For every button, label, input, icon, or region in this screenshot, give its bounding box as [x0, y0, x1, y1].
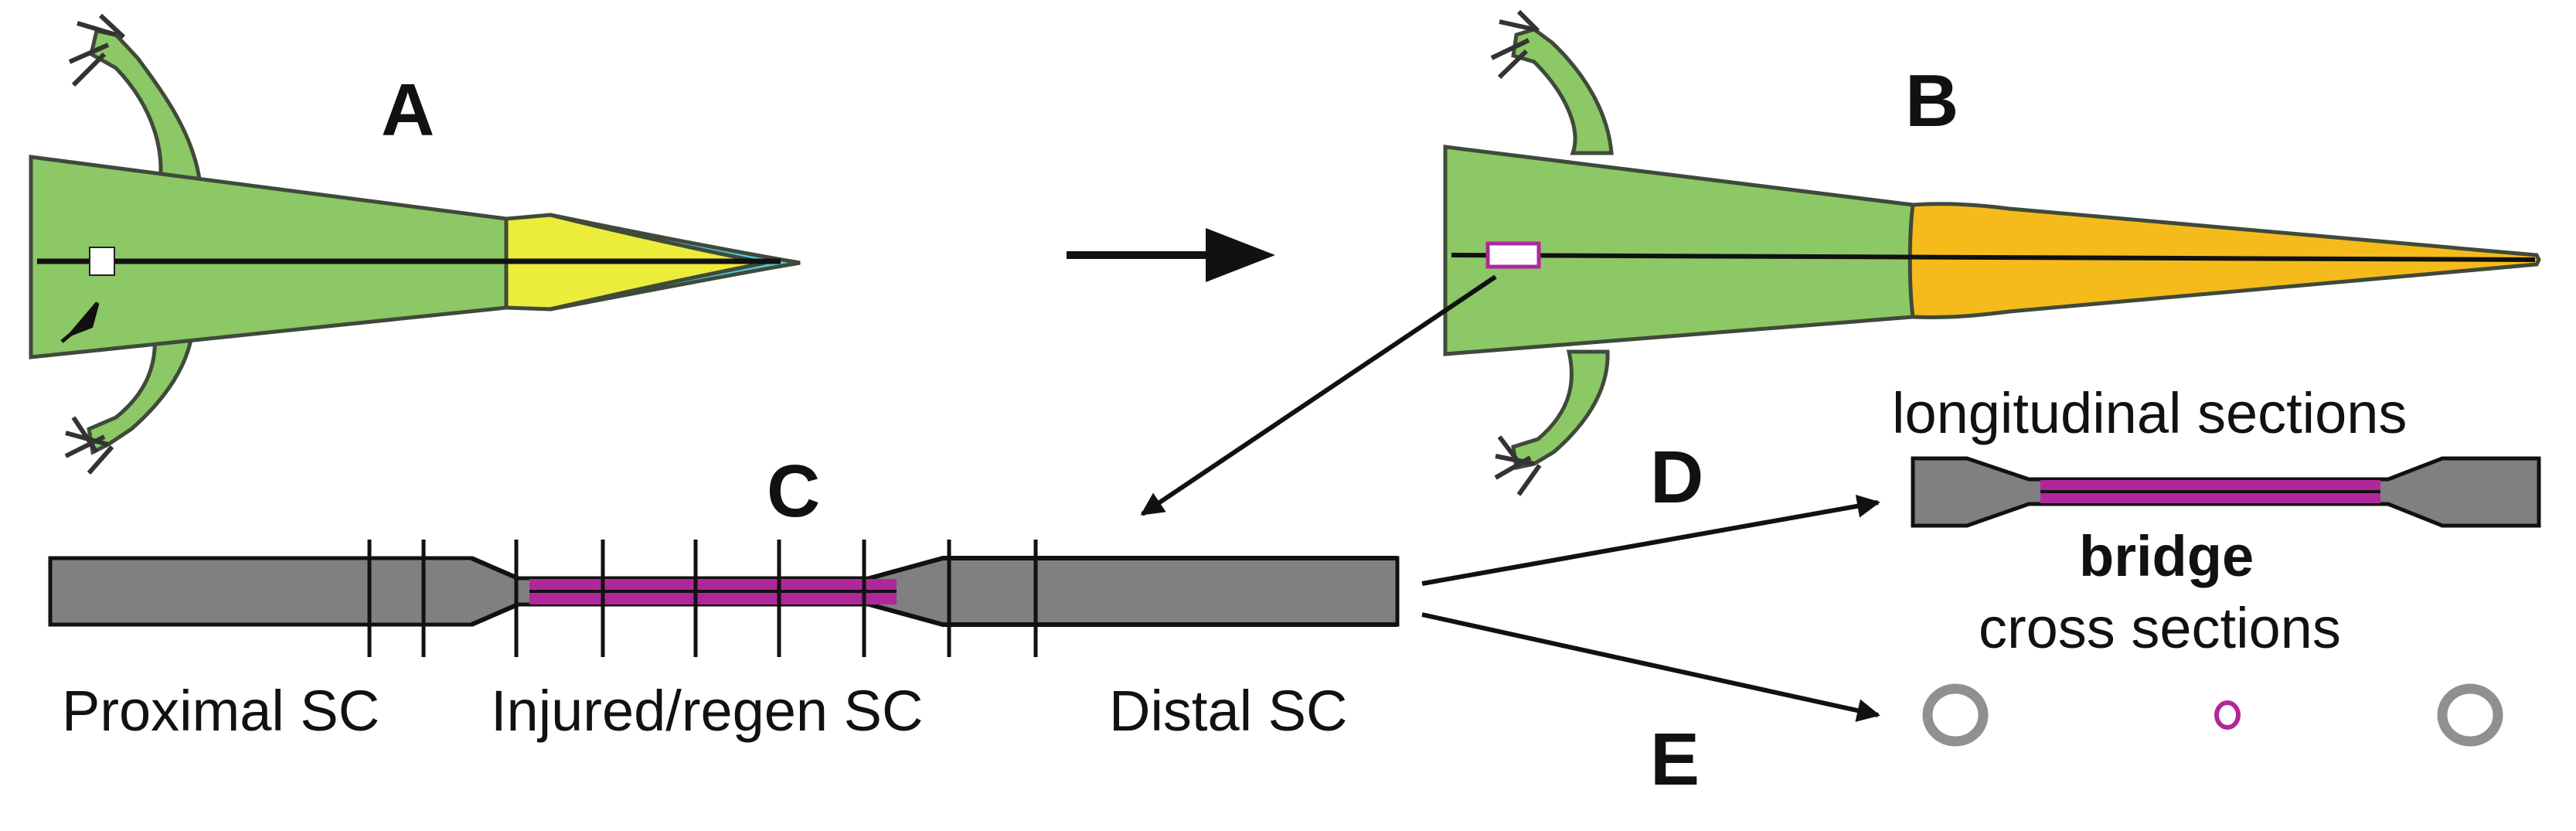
tadpole-a-upper-claw [68, 13, 126, 87]
tadpole-b-lower-limb [1511, 349, 1610, 471]
tadpole-a-lower-limb [87, 316, 196, 455]
longitudinal-section-d [1911, 456, 2541, 528]
tadpole-a-lower-claw [64, 416, 114, 475]
label-proximal-sc: Proximal SC [62, 679, 379, 743]
tadpole-b-lower-claw [1494, 435, 1542, 496]
tadpole-a-tail-cyan [550, 213, 801, 312]
cord-edge-lines [470, 556, 1397, 627]
panel-label-e: E [1650, 718, 1700, 801]
cross-section-distal [2437, 683, 2503, 747]
arrow-to-e [1421, 612, 1880, 722]
section-lines [367, 540, 1038, 657]
tadpole-a-lesion-marker [89, 247, 115, 276]
label-distal-sc: Distal SC [1109, 679, 1347, 743]
arrow-b-to-c [1140, 274, 1497, 516]
tadpole-b [1443, 9, 2541, 496]
label-cross-sections: cross sections [1979, 596, 2341, 660]
spinal-cord-c [48, 540, 1400, 657]
panel-label-d: D [1650, 436, 1703, 519]
tadpole-b-upper-claw [1490, 9, 1540, 80]
label-injured-sc: Injured/regen SC [491, 679, 923, 743]
tadpole-b-bridge-marker [1485, 241, 1541, 269]
panel-label-c: C [767, 450, 820, 533]
progression-arrow [1067, 228, 1275, 282]
panel-label-a: A [381, 69, 434, 152]
label-bridge: bridge [2079, 524, 2254, 588]
tadpole-a-lesion-arrow [60, 301, 100, 343]
tadpole-b-upper-limb [1511, 27, 1614, 155]
panel-label-b: B [1905, 60, 1958, 142]
label-longitudinal-sections: longitudinal sections [1892, 381, 2407, 445]
tadpole-a [29, 13, 801, 475]
cross-sections-e [1922, 683, 2503, 747]
cross-section-bridge [2214, 700, 2241, 730]
tadpole-b-spinal-cord [1451, 253, 2536, 262]
cross-section-proximal [1922, 683, 1989, 747]
arrow-to-d [1421, 494, 1880, 586]
